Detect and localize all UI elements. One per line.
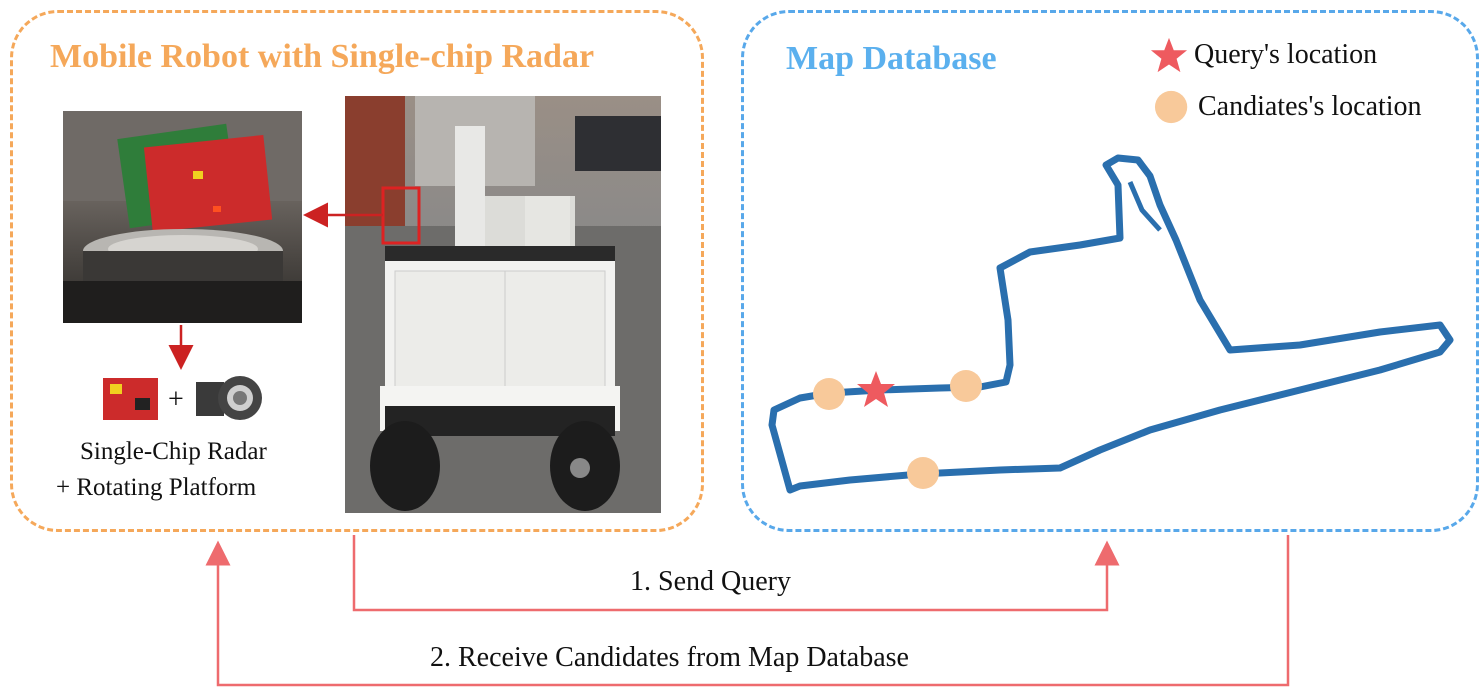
circle-icon	[1154, 90, 1188, 124]
plus-sign: +	[168, 384, 184, 415]
map-database-panel	[741, 10, 1479, 532]
receive-candidates-label: 2. Receive Candidates from Map Database	[430, 642, 909, 673]
legend-query: Query's location	[1150, 36, 1377, 74]
robot-panel-title: Mobile Robot with Single-chip Radar	[50, 38, 595, 75]
component-label-line1: Single-Chip Radar	[80, 438, 267, 465]
candidate-marker	[907, 457, 939, 489]
radar-closeup-photo	[63, 111, 302, 323]
candidate-marker	[813, 378, 845, 410]
send-query-label: 1. Send Query	[630, 566, 791, 597]
legend-candidates-label: Candiates's location	[1198, 91, 1422, 122]
component-label-line2: + Rotating Platform	[56, 474, 257, 501]
legend-candidates: Candiates's location	[1154, 88, 1422, 126]
legend-query-label: Query's location	[1194, 39, 1378, 70]
rotating-platform-icon	[196, 376, 262, 420]
star-icon	[1150, 37, 1188, 73]
query-marker	[857, 371, 895, 407]
map-trajectory	[768, 154, 1454, 494]
send-query-arrow	[352, 535, 1120, 612]
receive-candidates-arrow	[205, 535, 1290, 687]
map-panel-title: Map Database	[786, 40, 997, 77]
candidate-marker	[950, 370, 982, 402]
mobile-robot-photo	[345, 96, 661, 513]
radar-board-icon	[103, 378, 158, 420]
robot-panel	[10, 10, 704, 532]
